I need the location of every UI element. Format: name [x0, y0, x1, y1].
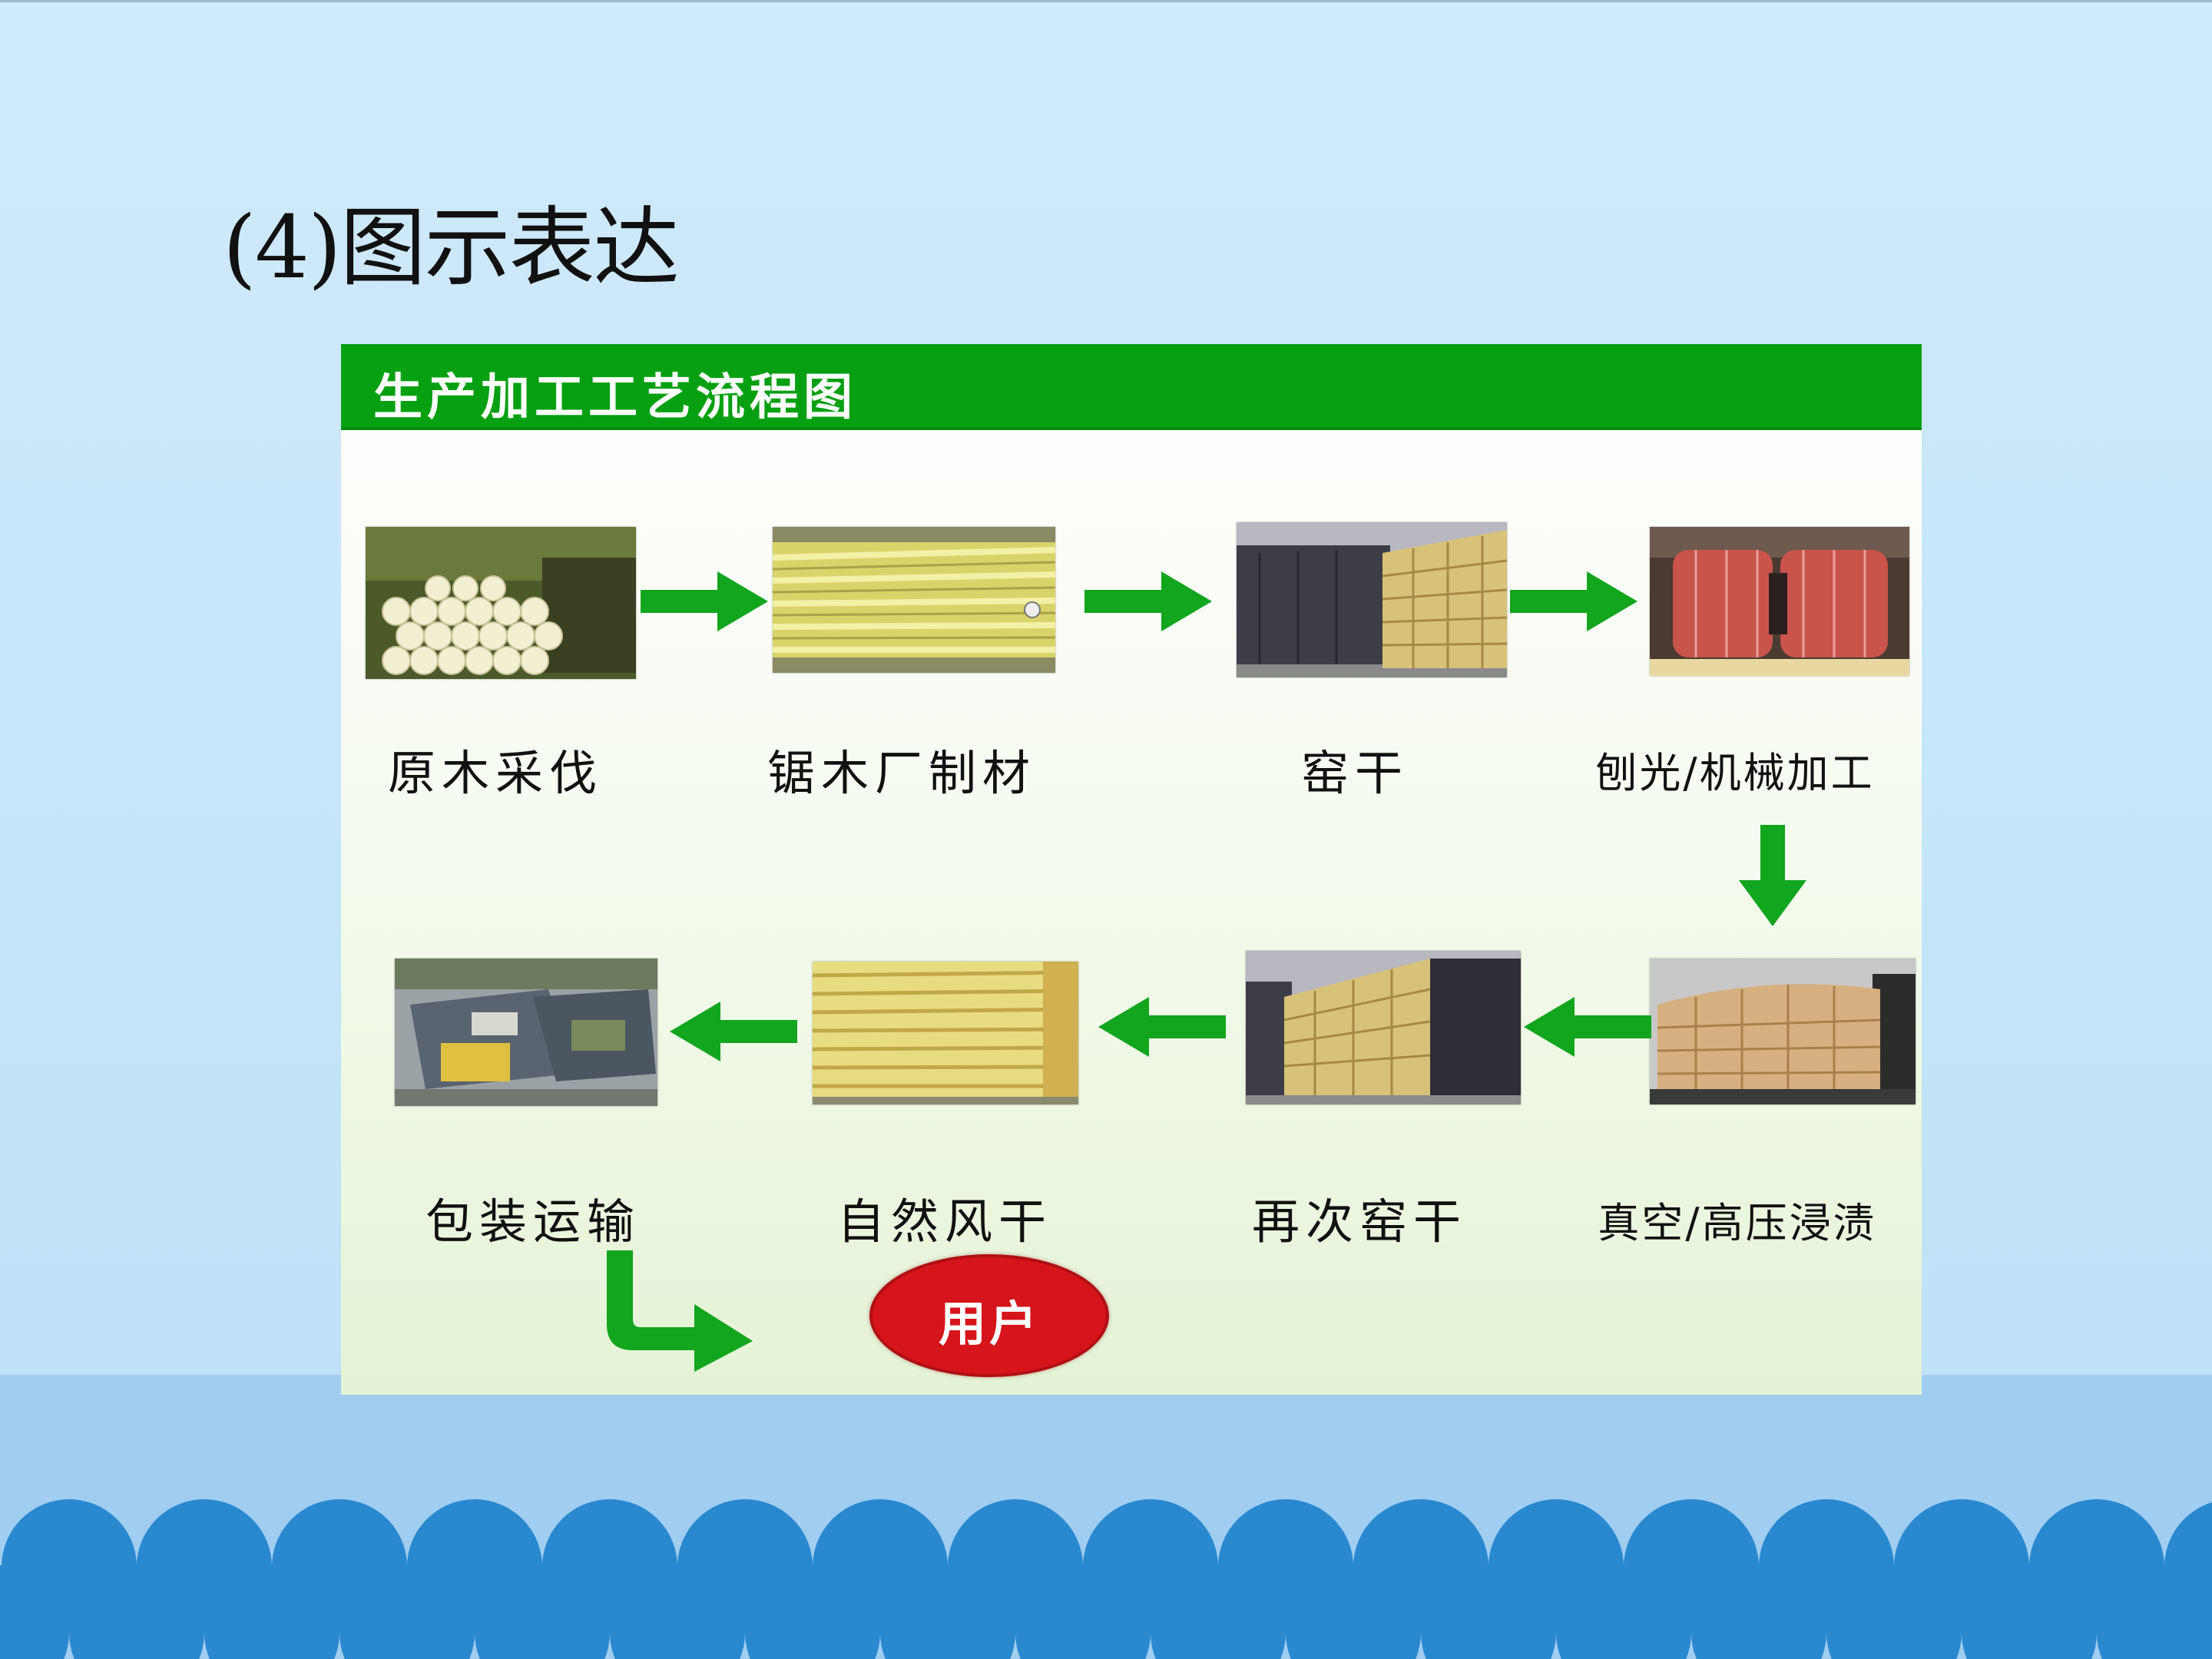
user-end-node: 用户 — [869, 1254, 1109, 1377]
page-title: (4)图示表达 — [223, 198, 680, 298]
wave-scallop — [1151, 1565, 1286, 1659]
arrow-right-icon — [1510, 571, 1637, 631]
bent-arrow-icon — [607, 1250, 753, 1372]
logs-photo — [366, 527, 636, 679]
panel-header: 生产加工工艺流程图 — [341, 344, 1922, 430]
wave-scallop — [69, 1565, 204, 1659]
arrow-left-icon — [670, 1002, 797, 1061]
step-label-sawmill: 锯木厂制材 — [767, 745, 1036, 801]
wave-scallop — [1015, 1565, 1151, 1659]
step-label-air-drying: 自然风干 — [836, 1194, 1052, 1250]
wave-scallop — [1286, 1565, 1421, 1659]
step-label-packaging: 包装运输 — [425, 1194, 641, 1250]
step-label-logging: 原木采伐 — [387, 745, 603, 801]
wave-scallop — [610, 1565, 745, 1659]
wave-scallop — [745, 1565, 880, 1659]
packaging-transport-photo — [395, 959, 657, 1106]
second-kiln-drying-photo — [1246, 951, 1521, 1104]
diagram-title: 生产加工工艺流程图 — [373, 369, 857, 426]
step-label-planing: 刨光/机械加工 — [1595, 749, 1875, 797]
arrow-left-icon — [1524, 997, 1651, 1057]
sawmill-lumber-photo — [773, 527, 1055, 673]
arrow-right-icon — [641, 571, 768, 631]
user-end-label: 用户 — [938, 1296, 1040, 1352]
wave-scallop — [339, 1565, 475, 1659]
wave-scallop — [1962, 1565, 2097, 1659]
step-label-impregnation: 真空/高压浸渍 — [1598, 1199, 1877, 1247]
wave-scallop — [2097, 1565, 2212, 1659]
wave-decoration — [0, 1499, 2212, 1659]
wave-scallop — [0, 1565, 69, 1659]
step-label-kiln-drying: 窑干 — [1300, 745, 1409, 801]
process-flow-panel: 生产加工工艺流程图 — [341, 344, 1922, 1395]
arrow-down-icon — [1739, 825, 1806, 926]
wave-scallop — [204, 1565, 339, 1659]
wave-scallop — [475, 1565, 610, 1659]
step-label-second-kiln: 再次窑干 — [1251, 1194, 1467, 1250]
wave-scallop — [1691, 1565, 1826, 1659]
arrow-right-icon — [1084, 571, 1212, 631]
planer-machine-photo — [1650, 527, 1909, 676]
wave-scallop — [1826, 1565, 1962, 1659]
vacuum-impregnation-photo — [1650, 959, 1916, 1104]
wave-scallop — [1421, 1565, 1556, 1659]
kiln-drying-photo — [1237, 522, 1507, 677]
wave-scallop — [1556, 1565, 1691, 1659]
arrow-left-icon — [1098, 997, 1226, 1057]
air-drying-lumber-photo — [813, 962, 1078, 1104]
wave-scallop — [880, 1565, 1015, 1659]
